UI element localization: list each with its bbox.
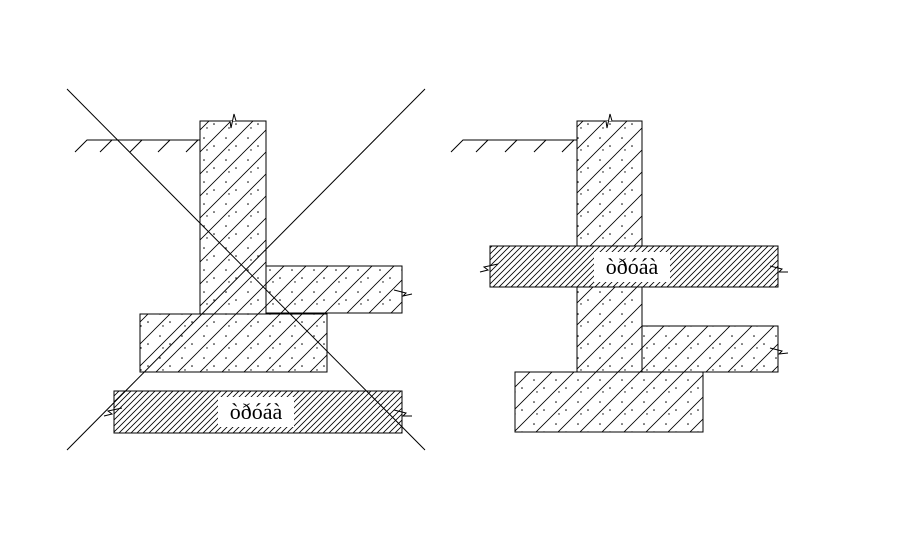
- right-footing: [514, 371, 704, 433]
- left-wall: [199, 120, 267, 315]
- right-ground-line: [450, 139, 577, 153]
- left-side-slab: [265, 265, 403, 314]
- right-pipe-break-mark-right: [769, 265, 788, 273]
- right-figure: òðóáà: [450, 113, 789, 433]
- right-pipe-break-mark-left: [479, 263, 499, 273]
- left-ground-line: [74, 139, 200, 153]
- left-pipe-break-mark-right: [393, 409, 412, 417]
- left-wall-break-mark: [229, 113, 237, 129]
- right-pipe-label: òðóáà: [606, 254, 659, 279]
- right-wall-break-mark: [605, 113, 613, 129]
- left-pipe-label-bg: [218, 397, 294, 427]
- right-side-slab: [641, 325, 779, 373]
- left-cross-out-mark: [66, 88, 426, 451]
- right-pipe-label-bg: [594, 252, 670, 282]
- left-pipe-break-mark-left: [103, 407, 123, 417]
- left-figure: òðóáà: [66, 88, 426, 451]
- left-pipe-label: òðóáà: [230, 399, 283, 424]
- left-side-slab-break-mark: [393, 289, 413, 297]
- right-side-slab-break-mark: [769, 347, 789, 355]
- left-footing: [139, 313, 328, 373]
